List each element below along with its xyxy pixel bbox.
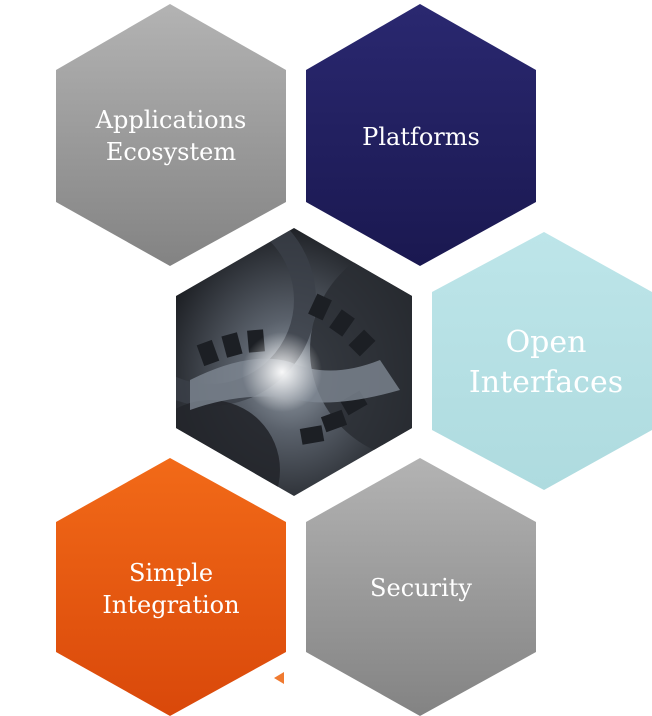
hexagon-open-interfaces: Open Interfaces xyxy=(432,232,652,490)
hexagon-platforms: Platforms xyxy=(306,4,536,266)
hexagon-shape xyxy=(56,458,286,716)
hexagon-label-line-1: Open xyxy=(506,325,587,360)
hexagon-applications-ecosystem: Applications Ecosystem xyxy=(56,4,286,266)
hexagon-label: Security xyxy=(370,574,472,602)
orange-decorative-triangle xyxy=(274,672,284,684)
hexagon-label-line-2: Integration xyxy=(102,591,239,619)
hexagon-shape xyxy=(306,458,536,716)
hexagon-label-line-1: Applications xyxy=(95,106,247,134)
hexagon-shape xyxy=(306,4,536,266)
hexagon-shape xyxy=(432,232,652,490)
hexagon-label-line-1: Simple xyxy=(129,559,213,587)
hexagon-shape xyxy=(56,4,286,266)
hexagon-label-line-2: Interfaces xyxy=(469,365,623,400)
hexagon-simple-integration: Simple Integration xyxy=(56,458,286,716)
hexagon-label-line-2: Ecosystem xyxy=(106,138,236,166)
hexagon-label: Platforms xyxy=(362,123,480,151)
hexagon-security: Security xyxy=(306,458,536,716)
